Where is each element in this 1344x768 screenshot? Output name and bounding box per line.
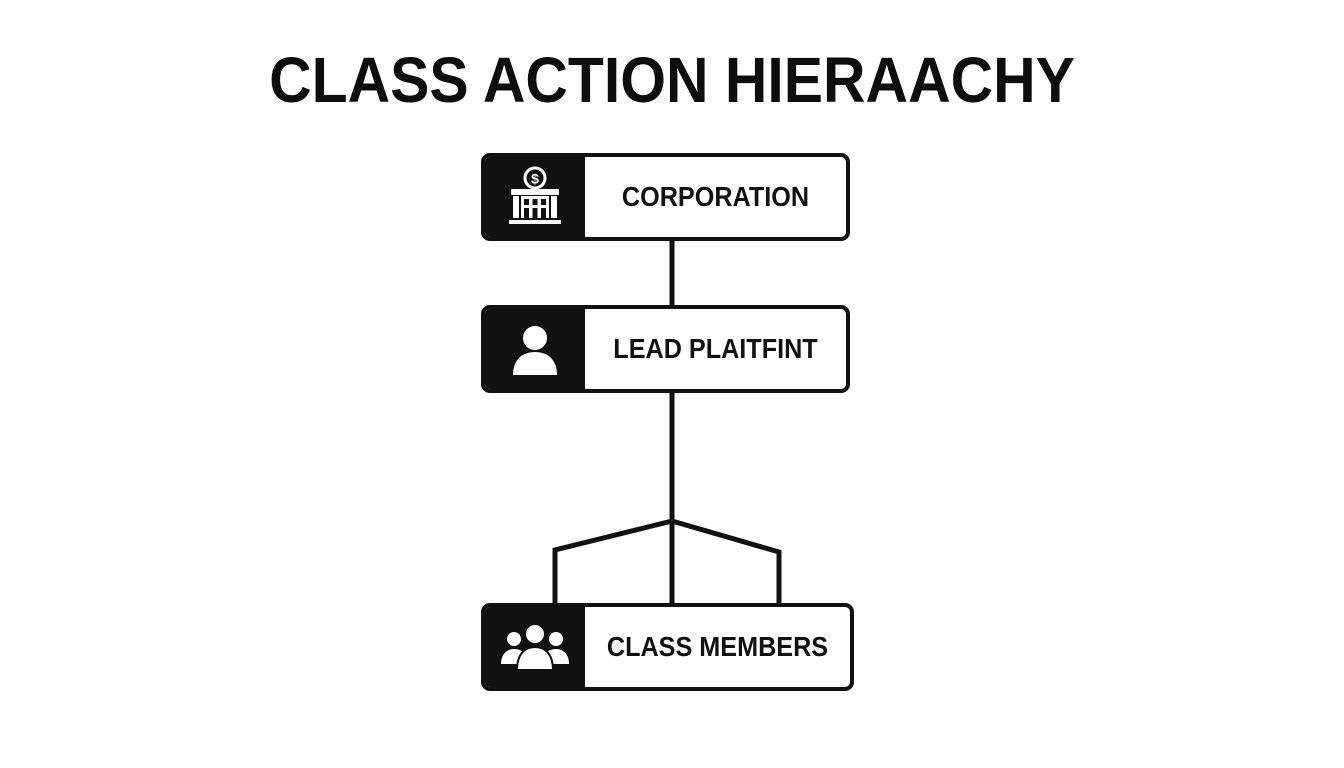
connector-branch-left [552,518,673,603]
node-corporation-label: CORPORATION [621,181,810,212]
node-lead-icon-box [485,309,585,389]
node-lead-label: LEAD PLAITFINT [613,333,818,364]
svg-text:$: $ [531,171,539,187]
group-people-icon [501,623,569,671]
diagram-title: CLASS ACTION HIERAACHY [269,44,1075,116]
corporate-building-dollar-icon: $ [509,166,561,224]
person-icon [513,326,557,375]
node-class-members: CLASS MEMBERS [481,603,854,691]
node-corporation-icon-box: $ [485,157,585,237]
node-lead-plaintiff: LEAD PLAITFINT [481,305,850,393]
node-corporation: $ CORPORATION [481,153,850,241]
node-members-label: CLASS MEMBERS [606,631,829,662]
connector-branch-right [671,518,782,603]
node-members-icon-box [485,607,585,687]
